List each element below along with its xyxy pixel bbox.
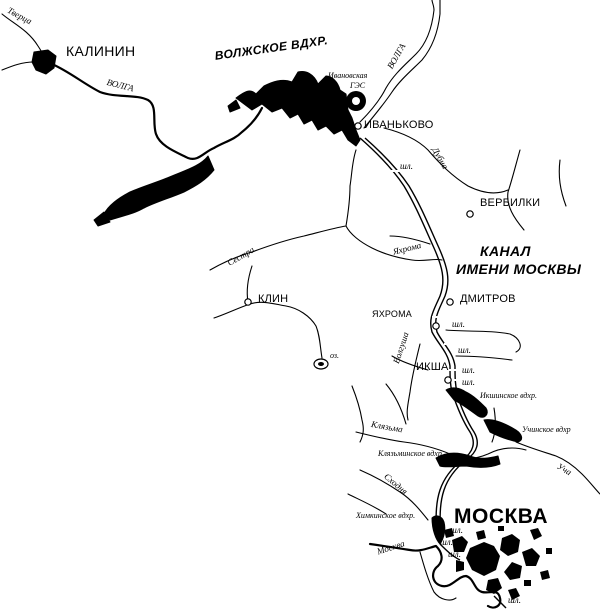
moskva-river [368,542,502,609]
lock-label-6: шл. [450,525,463,535]
ivankovskaya-ges-marker [346,91,366,111]
uchinskoe-label: Учинское вдхр [522,425,571,434]
dmitrov-label: ДМИТРОВ [460,293,516,305]
dmitrov-tributary [445,329,521,353]
moscow-city-blocks [444,526,552,600]
klin-river [213,301,323,359]
dubna-tributary [507,149,525,231]
canal-imeni-moskvy [359,137,460,393]
ikshinskoe-label: Икшинское вдхр. [480,391,537,400]
volzhskoe-reservoir-inlet [227,99,241,113]
sestra-branch-west [345,225,443,262]
klyazma-upper [351,385,364,443]
yakhroma-marker [432,322,440,330]
dmitrov-marker [446,298,454,306]
volga-river-north-bank [363,0,441,129]
lock-label-2: шл. [452,319,465,329]
canal-southern-section [435,391,478,529]
ucha-river [515,441,600,495]
canal-title-line2: ИМЕНИ МОСКВЫ [456,261,582,277]
klin-label: КЛИН [258,293,289,305]
volga-upper-river [1,61,35,71]
sestra-river [209,149,357,271]
ivankovo-label: ИВАНЬКОВО [364,119,434,131]
verbilki-label: ВЕРБИЛКИ [480,197,541,209]
volzhskoe-reservoir-main [235,71,361,147]
lock-label-8: шл. [448,549,461,559]
ges-label-line1: Ивановская [328,71,368,80]
volzhskoe-reservoir-south [103,155,215,221]
lock-label-1: шл. [400,161,413,171]
klin-tributary [246,265,253,303]
kalinin-label: КАЛИНИН [66,43,136,59]
iksha-east-stream [455,355,513,361]
lock-label-4: шл. [462,365,475,375]
uchinskoe-feeder [491,407,496,443]
uchinskoe-reservoir [483,419,523,443]
ikshinskoe-reservoir [445,387,488,418]
canal-title-line1: КАНАЛ [480,243,531,259]
klin-marker [244,298,252,306]
khimkinskoe-label: Химкинское вдхр. [356,511,416,520]
volga-river-west [50,62,264,160]
skhodnya-river [359,469,429,521]
kalinin-city-marker [31,49,57,75]
iksha-label: ИКША [416,361,449,373]
ivankovo-marker [354,122,362,130]
volgusha-river [406,343,421,421]
ges-label-line2: ГЭС [350,81,366,90]
skhodnya-tributary [347,493,387,515]
iksha-west-stream [391,355,429,371]
verbilki-marker [466,210,474,218]
volzhskoe-reservoir-south-tail [93,211,111,227]
moskva-river-south-bend [419,551,457,601]
moskva-city-label: МОСКВА [454,505,549,528]
lock-label-7: шл. [440,537,453,547]
oz-label: оз. [330,351,340,360]
lock-label-9: шл. [508,595,521,605]
dubna-river [383,127,509,194]
khimkinskoe-reservoir [431,515,446,545]
dubna-tributary-2 [558,159,567,207]
lock-label-3: шл. [458,345,471,355]
yakhroma-label: ЯХРОМА [372,309,413,319]
canal-south-lock [439,543,461,561]
lock-label-5: шл. [462,377,475,387]
southern-lock-channel [493,595,507,609]
volga-river-north [359,0,435,123]
lake-marker [313,358,329,370]
yakhroma-river [389,235,431,245]
klyazminskoe-label: Клязьминское вдхр. [378,449,444,458]
iksha-marker [444,376,452,384]
klyazma-north-branch [385,383,407,425]
